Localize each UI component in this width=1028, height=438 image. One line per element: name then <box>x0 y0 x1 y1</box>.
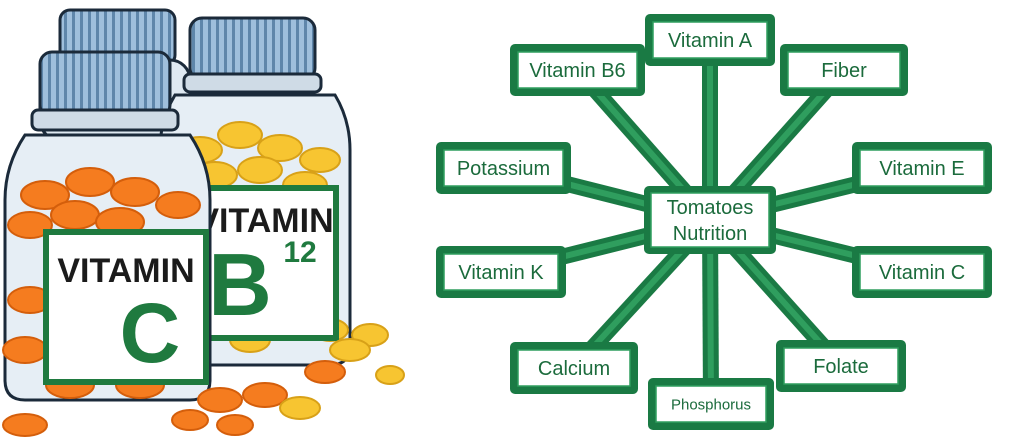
c-label-letter: C <box>120 286 181 380</box>
node-calcium: Calcium <box>510 342 638 394</box>
node-phosphorus: Phosphorus <box>648 378 774 430</box>
node-vitamin-e: Vitamin E <box>852 142 992 194</box>
node-fiber: Fiber <box>780 44 908 96</box>
loose-pills <box>2 323 405 437</box>
node-label-vitamin-a: Vitamin A <box>668 30 753 52</box>
c-label-word: VITAMIN <box>57 252 194 290</box>
b12-label-superscript: 12 <box>283 236 316 269</box>
node-label-phosphorus: Phosphorus <box>671 396 751 413</box>
node-vitamin-a: Vitamin A <box>645 14 775 66</box>
node-label-potassium: Potassium <box>457 158 550 180</box>
vitamin-c-bottle: VITAMIN C <box>2 50 212 402</box>
vitamin-bottles-illustration: VITAMIN B 12 <box>2 8 405 437</box>
center-label-line-2: Nutrition <box>673 223 747 245</box>
node-label-fiber: Fiber <box>821 60 867 82</box>
node-potassium: Potassium <box>436 142 571 194</box>
node-folate: Folate <box>776 340 906 392</box>
b12-label-word: VITAMIN <box>196 202 333 240</box>
node-vitamin-k: Vitamin K <box>436 246 566 298</box>
b12-label-letter: B <box>208 235 272 334</box>
node-label-vitamin-k: Vitamin K <box>458 262 544 284</box>
node-label-vitamin-c: Vitamin C <box>879 262 965 284</box>
node-vitamin-b6: Vitamin B6 <box>510 44 645 96</box>
node-label-vitamin-e: Vitamin E <box>879 158 964 180</box>
node-vitamin-c: Vitamin C <box>852 246 992 298</box>
node-label-folate: Folate <box>813 356 869 378</box>
node-label-vitamin-b6: Vitamin B6 <box>529 60 625 82</box>
node-label-calcium: Calcium <box>538 358 610 380</box>
center-label-line-1: Tomatoes <box>667 197 754 219</box>
